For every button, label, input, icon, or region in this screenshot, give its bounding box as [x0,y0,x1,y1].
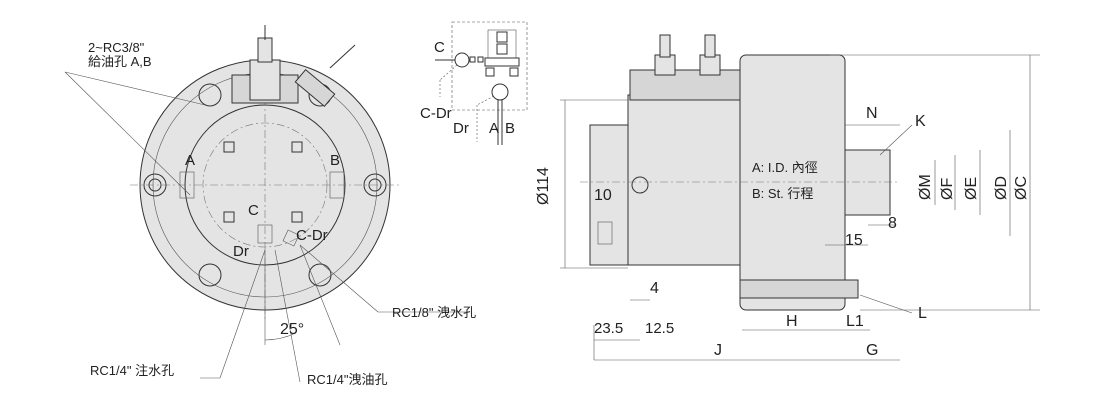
front-view: 2~RC3/8" 給油孔 A,B A B C Dr C-Dr 25° RC1/8… [64,25,476,387]
schematic-b: B [505,120,515,137]
legend-b: B: St. 行程 [752,186,813,201]
inner-screws [223,141,303,223]
schematic-a: A [489,120,499,137]
dim-h: H [786,313,798,330]
dim-l1: L1 [846,313,864,330]
dim-dia-c: ØC [1013,176,1030,200]
oil-drain-label: RC1/4"洩油孔 [307,372,387,387]
supply-port-label: 2~RC3/8" [88,40,145,55]
drain-port-label: RC1/8" 洩水孔 [392,305,476,320]
dim-g: G [866,342,878,359]
dim-dia-m: ØM [917,174,934,200]
legend-a: A: I.D. 內徑 [752,160,818,175]
dim-n: N [866,105,878,122]
dim-l: L [918,305,927,322]
port-b-label: B [330,152,340,169]
dim-15: 15 [845,232,863,249]
dim-4: 4 [650,280,659,297]
port-dr-label: Dr [233,243,249,260]
rotary-joint-top [231,25,356,108]
dim-dia-114: Ø114 [535,167,552,205]
dim-j: J [714,342,722,359]
dim-dia-f: ØF [939,178,956,200]
dim-dia-e: ØE [963,177,980,200]
port-cdr-label: C-Dr [296,227,328,244]
schematic-cdr: C-Dr [420,105,452,122]
dim-10: 10 [594,187,612,204]
dim-8: 8 [888,215,897,232]
dim-k: K [915,113,926,130]
side-view: Ø114 10 4 23.5 12.5 H L1 J G N K L 15 8 … [535,34,1040,361]
dim-23-5: 23.5 [594,320,623,337]
angle-label: 25° [280,321,304,338]
hydraulic-schematic: C C-Dr Dr A B [420,21,528,145]
supply-port-desc: 給油孔 A,B [88,54,152,69]
dim-dia-d: ØD [993,176,1010,200]
schematic-c: C [434,39,445,56]
schematic-dr: Dr [453,120,469,137]
port-c-label: C [248,202,259,219]
coolant-inlet-label: RC1/4" 注水孔 [90,363,174,378]
port-a-label: A [185,152,195,169]
dim-12-5: 12.5 [645,320,674,337]
